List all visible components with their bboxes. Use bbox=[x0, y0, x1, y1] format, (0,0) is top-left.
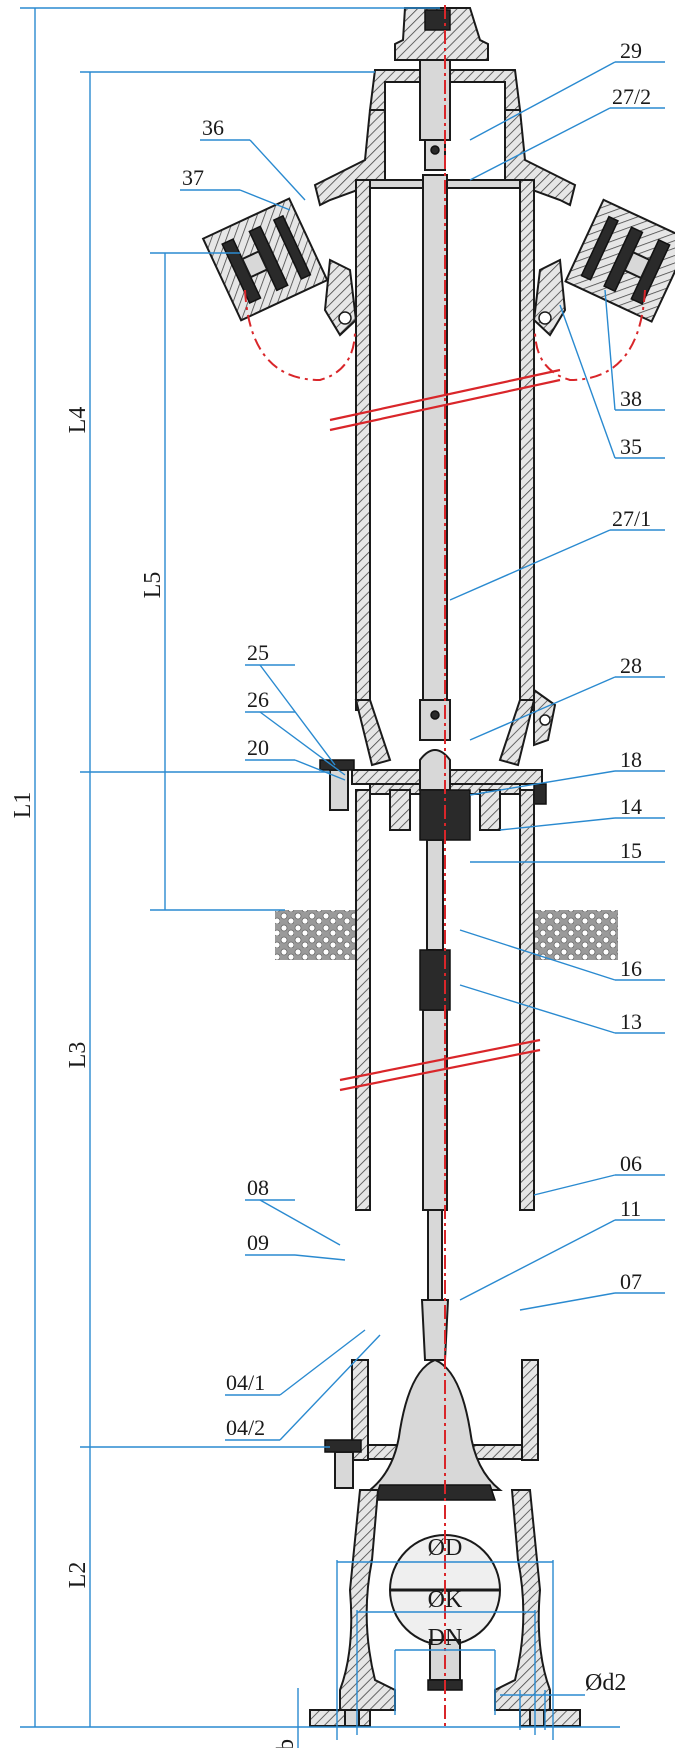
part-27-2-label: 27/2 bbox=[612, 84, 651, 109]
part-06-label: 06 bbox=[620, 1151, 642, 1176]
part-29-label: 29 bbox=[620, 38, 642, 63]
lower-barrel bbox=[355, 789, 535, 1361]
part-07-label: 07 bbox=[620, 1269, 642, 1294]
part-09-label: 09 bbox=[247, 1230, 269, 1255]
valve-chamber bbox=[324, 1358, 539, 1501]
part-26-label: 26 bbox=[247, 687, 269, 712]
left-outlet-coupling bbox=[201, 197, 356, 382]
dim-L2: L2 bbox=[65, 1562, 91, 1589]
part-15-label: 15 bbox=[620, 838, 642, 863]
part-13-label: 13 bbox=[620, 1009, 642, 1034]
dim-K: ØK bbox=[428, 1587, 463, 1613]
part-38-label: 38 bbox=[620, 386, 642, 411]
part-18-label: 18 bbox=[620, 747, 642, 772]
part-16-label: 16 bbox=[620, 956, 642, 981]
part-25-label: 25 bbox=[247, 640, 269, 665]
dim-b: b bbox=[273, 1739, 299, 1748]
dim-d2: Ød2 bbox=[585, 1670, 626, 1696]
part-11-label: 11 bbox=[620, 1196, 641, 1221]
part-20-label: 20 bbox=[247, 735, 269, 760]
part-08-label: 08 bbox=[247, 1175, 269, 1200]
part-callouts bbox=[180, 61, 665, 1441]
part-04-1-label: 04/1 bbox=[226, 1370, 265, 1395]
part-04-2-label: 04/2 bbox=[226, 1415, 265, 1440]
part-labels: 29 27/2 36 37 38 35 27/1 28 25 26 20 18 … bbox=[182, 38, 651, 1440]
part-37-label: 37 bbox=[182, 165, 204, 190]
part-27-1-label: 27/1 bbox=[612, 506, 651, 531]
dim-L3: L3 bbox=[65, 1042, 91, 1069]
dim-DN: DN bbox=[428, 1625, 463, 1651]
part-28-label: 28 bbox=[620, 653, 642, 678]
dimension-lines bbox=[20, 7, 620, 1748]
dim-L5: L5 bbox=[140, 572, 166, 599]
part-36-label: 36 bbox=[202, 115, 224, 140]
dim-D: ØD bbox=[428, 1535, 463, 1561]
dim-L1: L1 bbox=[10, 792, 36, 819]
dim-L4: L4 bbox=[65, 407, 91, 434]
part-35-label: 35 bbox=[620, 434, 642, 459]
part-14-label: 14 bbox=[620, 794, 642, 819]
right-outlet-coupling bbox=[534, 198, 675, 382]
ground-level bbox=[275, 910, 618, 960]
dimension-labels: L1 L4 L3 L2 L5 b DN ØK ØD Ød2 bbox=[10, 407, 626, 1748]
upper-stem bbox=[419, 59, 451, 741]
